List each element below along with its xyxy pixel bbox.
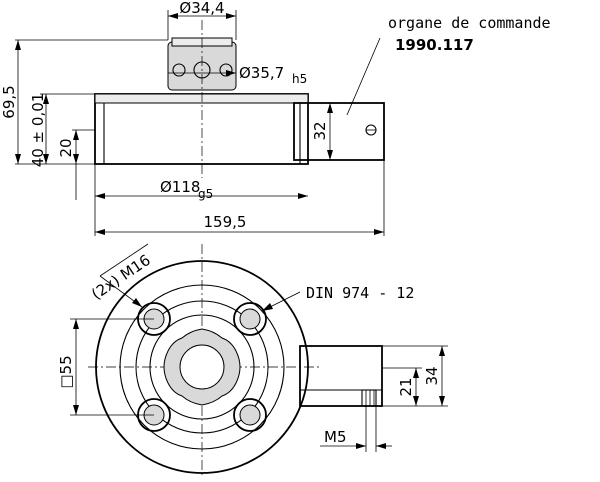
holes-label: (2x) M16	[88, 251, 154, 303]
plan-ring-2	[135, 300, 269, 434]
plan-view: (2x) M16 DIN 974 - 12 □55 34 21 M5	[57, 243, 448, 478]
dim-diameter-shaft-tol: h5	[292, 72, 307, 86]
plan-ring-1	[119, 284, 285, 450]
dim-diameter-body-tol: g5	[198, 187, 213, 201]
dim-diameter-top: Ø34,4	[179, 0, 224, 17]
body-outline	[94, 93, 309, 165]
plan-ring-3	[149, 314, 255, 420]
side-view: 69,5 40 ± 0,01 20 Ø34,4 Ø35,7 h5 32 Ø118…	[0, 0, 551, 236]
dim-thread: M5	[324, 428, 347, 446]
dim-height-flange: 20	[57, 138, 75, 157]
plan-outer-disc	[95, 260, 309, 474]
dim-height-body: 40 ± 0,01	[29, 93, 47, 168]
dim-box-inner: 21	[397, 377, 415, 396]
plan-box-slot	[361, 389, 377, 407]
body-top-band	[94, 93, 309, 104]
cap-pin-left	[172, 63, 186, 77]
dim-box-outer: 34	[423, 366, 441, 385]
control-box	[293, 102, 385, 161]
control-label: organe de commande	[388, 14, 551, 32]
din-label: DIN 974 - 12	[306, 284, 414, 302]
plan-control-box	[299, 345, 383, 407]
dim-height-box: 32	[311, 121, 329, 140]
dim-square: □55	[57, 355, 75, 388]
plan-hub-bore	[179, 344, 225, 390]
dim-diameter-shaft: Ø35,7	[239, 64, 284, 82]
mount-hole-br	[233, 398, 267, 432]
dim-diameter-body: Ø118	[160, 178, 200, 196]
control-ref: 1990.117	[395, 36, 474, 54]
dim-width-total: 159,5	[204, 213, 247, 231]
mount-hole-tr	[233, 302, 267, 336]
dim-height-total: 69,5	[0, 85, 18, 118]
